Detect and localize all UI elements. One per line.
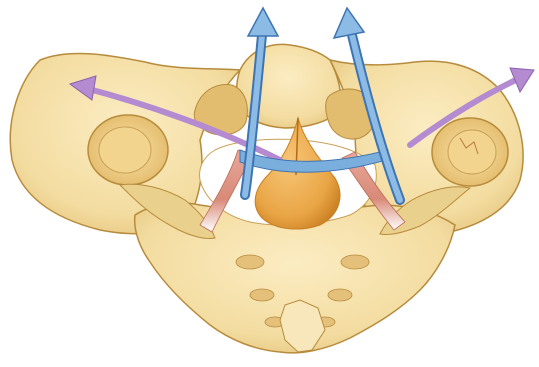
- right-foramen-2: [328, 289, 352, 301]
- left-foramen-2: [250, 289, 274, 301]
- right-acetabulum-inner: [448, 130, 496, 174]
- left-acetabulum-inner: [99, 127, 151, 173]
- left-vertical-arrowhead: [248, 8, 278, 36]
- right-foramen-1: [341, 255, 369, 269]
- right-vertical-arrowhead: [334, 8, 364, 38]
- left-foramen-1: [236, 255, 264, 269]
